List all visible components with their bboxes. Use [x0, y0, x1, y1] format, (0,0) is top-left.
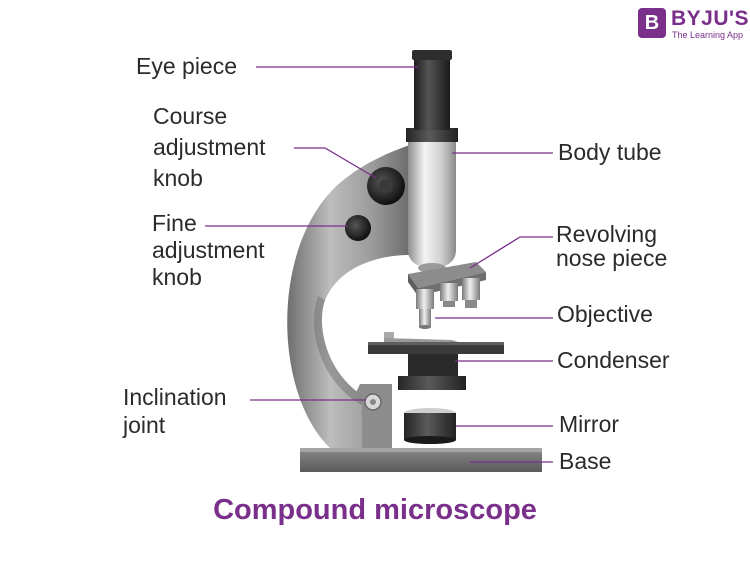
base-part	[300, 448, 542, 472]
label-line: adjustment	[152, 237, 265, 263]
label-line: Course	[153, 103, 228, 129]
body-tube-part	[406, 128, 458, 273]
label-revolving-nose-piece: Revolving nose piece	[556, 222, 667, 270]
byjus-logo[interactable]: B BYJU'S The Learning App	[638, 7, 749, 44]
fine-knob-part	[345, 215, 371, 241]
objective-lenses	[416, 278, 480, 329]
label-objective: Objective	[557, 301, 653, 327]
label-line: joint	[123, 412, 166, 438]
label-mirror: Mirror	[559, 411, 620, 437]
label-line: Inclination	[123, 384, 227, 410]
label-line: nose piece	[556, 245, 668, 271]
label-condenser: Condenser	[557, 347, 670, 373]
label-line: Revolving	[556, 221, 657, 247]
label-body-tube: Body tube	[558, 139, 662, 165]
logo-tagline: The Learning App	[672, 30, 744, 40]
label-line: Fine	[152, 210, 197, 236]
label-eye-piece: Eye piece	[136, 53, 238, 79]
label-fine-adjustment-knob: Fine adjustment knob	[152, 210, 265, 291]
leader-lines	[205, 66, 553, 463]
label-line: adjustment	[153, 134, 266, 160]
inclination-joint-part	[364, 393, 382, 411]
condenser-part	[398, 354, 466, 390]
logo-name: BYJU'S	[671, 7, 750, 30]
label-line: knob	[153, 165, 203, 191]
label-line: knob	[152, 264, 202, 290]
diagram-title: Compound microscope	[213, 494, 537, 526]
logo-mark-icon: B	[638, 8, 666, 38]
mirror-part	[404, 408, 456, 444]
coarse-knob-part	[367, 167, 405, 205]
stage-part	[368, 332, 504, 354]
label-course-adjustment-knob: Course adjustment knob	[153, 101, 266, 194]
label-base: Base	[559, 448, 612, 474]
eyepiece-part	[412, 50, 452, 130]
label-inclination-joint: Inclination joint	[123, 383, 227, 439]
